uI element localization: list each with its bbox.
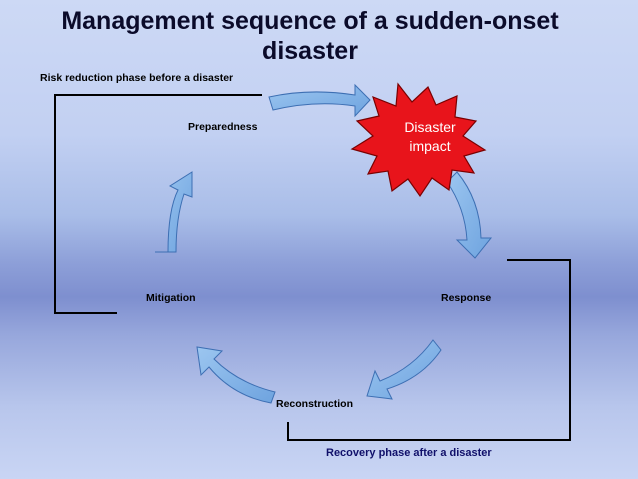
arrow-reconstruction-to-mitigation bbox=[196, 346, 276, 404]
slide-title: Management sequence of a sudden-onset di… bbox=[61, 7, 559, 65]
risk-phase-bracket bbox=[54, 94, 262, 314]
response-label: Response bbox=[441, 292, 492, 304]
disaster-label-line1: Disaster bbox=[404, 119, 456, 135]
recovery-phase-label: Recovery phase after a disaster bbox=[326, 447, 492, 459]
arrow-preparedness-to-disaster bbox=[268, 83, 371, 118]
disaster-impact-burst bbox=[350, 82, 487, 198]
disaster-label-line2: impact bbox=[409, 138, 451, 154]
preparedness-label: Preparedness bbox=[188, 121, 258, 133]
disaster-impact-label: Disaster impact bbox=[375, 118, 485, 156]
arrow-disaster-to-response bbox=[446, 171, 493, 259]
mitigation-label: Mitigation bbox=[146, 292, 196, 304]
risk-reduction-phase-label: Risk reduction phase before a disaster bbox=[40, 72, 234, 84]
reconstruction-label: Reconstruction bbox=[276, 398, 354, 410]
arrow-response-to-reconstruction bbox=[366, 339, 442, 400]
recovery-phase-bracket bbox=[287, 259, 571, 441]
arrow-mitigation-to-preparedness bbox=[155, 171, 193, 253]
